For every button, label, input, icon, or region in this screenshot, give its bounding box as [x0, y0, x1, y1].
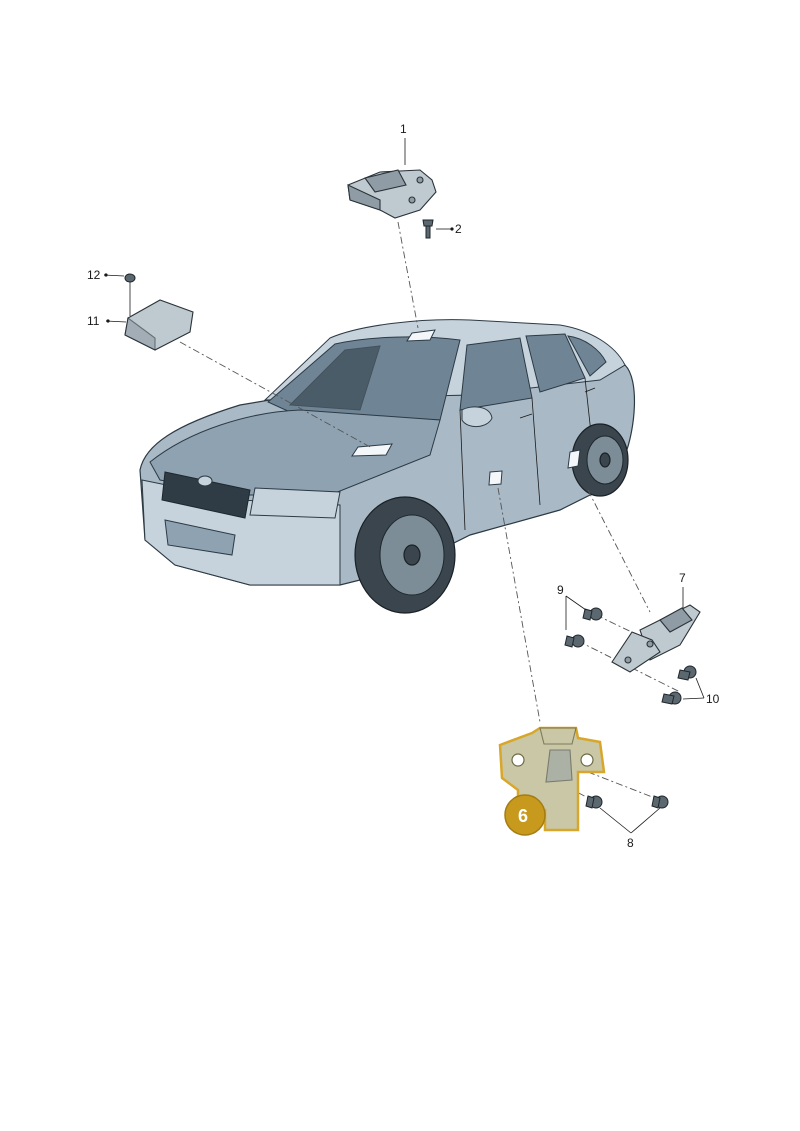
roof-marker — [406, 329, 436, 342]
part-8-screws — [585, 795, 669, 809]
callout-label-11: 11 — [87, 314, 100, 328]
callout-label-7: 7 — [679, 571, 686, 585]
part-7-sensor — [611, 604, 701, 673]
part-2-screw — [422, 219, 434, 239]
callout-label-10: 10 — [706, 692, 720, 706]
callout-label-9: 9 — [557, 583, 564, 597]
part-11-control-unit — [124, 299, 194, 351]
callout-10[interactable]: 10 — [682, 677, 720, 706]
hood-marker — [351, 443, 393, 457]
car-illustration — [139, 319, 635, 614]
callout-8[interactable]: 8 — [599, 807, 661, 850]
part-12-nut — [124, 273, 136, 283]
callout-label-6: 6 — [518, 806, 528, 826]
callout-label-2: 2 — [455, 222, 462, 236]
door-marker — [488, 470, 503, 486]
callout-11[interactable]: 11 — [87, 282, 131, 328]
callout-7[interactable]: 7 — [679, 571, 686, 608]
callout-12[interactable]: 12 — [87, 268, 125, 282]
callout-2[interactable]: 2 — [436, 222, 462, 236]
part-9-screws — [564, 607, 603, 648]
callout-label-8: 8 — [627, 836, 634, 850]
callout-6-badge[interactable]: 6 — [504, 794, 546, 836]
part-1-sensor-bracket — [347, 169, 437, 219]
rear-door-marker — [567, 449, 581, 469]
callout-label-12: 12 — [87, 268, 101, 282]
callout-label-1: 1 — [400, 122, 407, 136]
callout-9[interactable]: 9 — [557, 583, 587, 630]
part-10-screws — [661, 665, 697, 705]
callout-1[interactable]: 1 — [400, 122, 407, 165]
